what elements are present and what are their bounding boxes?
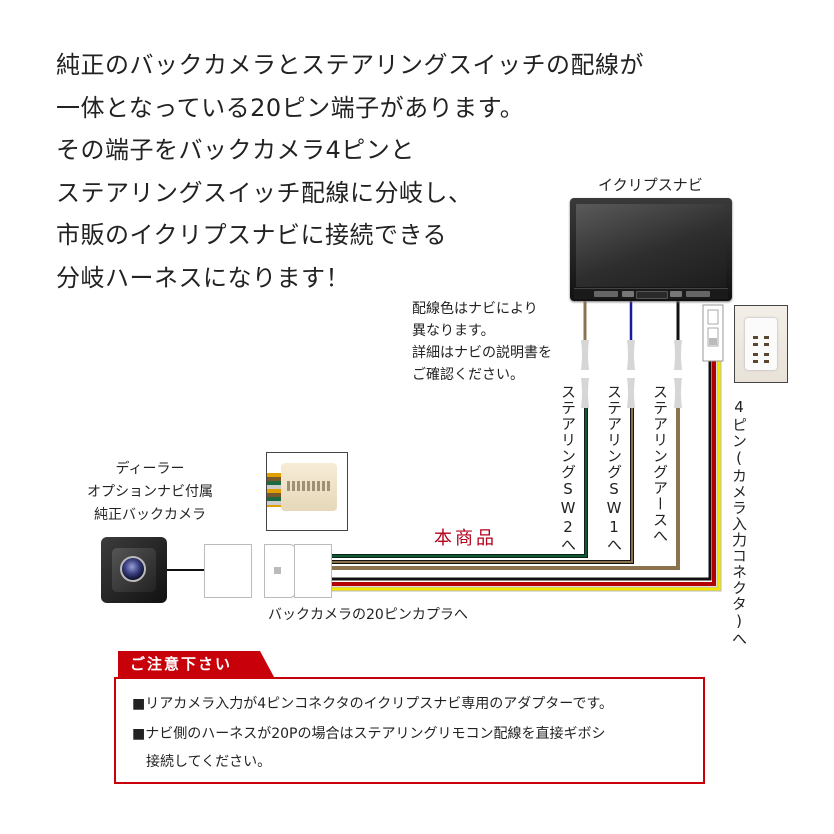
camera-label-line: 純正バックカメラ <box>94 507 206 523</box>
coupler-pins <box>287 481 331 491</box>
wiring-color-note: 配線色はナビにより 異なります。 詳細はナビの説明書を ご確認ください。 <box>412 298 552 386</box>
intro-line: 分岐ハーネスになります！ <box>56 263 350 292</box>
note-line: 異なります。 <box>412 323 495 339</box>
navi-screen <box>576 204 726 287</box>
twenty-pin-harness-photo <box>266 452 348 531</box>
wire-black-camera <box>330 360 712 581</box>
camera-label-line: ディーラー <box>115 461 185 477</box>
caution-title: ご注意下さい <box>118 651 274 677</box>
pin-hole <box>764 336 769 339</box>
wire-brown-sw1 <box>330 408 633 563</box>
note-line: ご確認ください。 <box>412 367 524 383</box>
camera-label-line: オプションナビ付属 <box>87 484 213 500</box>
wire-green-sw2 <box>330 408 588 558</box>
camera-label: ディーラー オプションナビ付属 純正バックカメラ <box>64 458 236 527</box>
caution-box: ■リアカメラ入力が4ピンコネクタのイクリプスナビ専用のアダプターです。 ■ナビ側… <box>114 677 705 784</box>
label-steering-sw1: ステアリングSW1へ <box>605 384 623 553</box>
navi-button <box>636 291 668 299</box>
intro-line: その端子をバックカメラ4ピンと <box>56 136 415 164</box>
connector-body <box>745 318 777 370</box>
label-steering-sw2: ステアリングSW2へ <box>559 384 577 553</box>
note-line: 詳細はナビの説明書を <box>412 345 552 361</box>
navi-button-bar <box>574 288 728 299</box>
four-pin-connector <box>702 304 724 362</box>
caution-item: ■ナビ側のハーネスが20Pの場合はステアリングリモコン配線を直接ギボシ <box>132 726 606 742</box>
navi-label: イクリプスナビ <box>598 176 703 194</box>
intro-line: 市販のイクリプスナビに接続できる <box>56 221 448 249</box>
navi-button <box>686 291 710 297</box>
label-steering-ground: ステアリングアースへ <box>651 384 669 544</box>
four-pin-connector-photo <box>734 305 788 383</box>
back-camera <box>101 537 167 603</box>
wire-yellow-camera <box>330 360 721 591</box>
note-line: 配線色はナビにより <box>412 301 538 317</box>
label-camera-4pin: 4ピン(カメラ入力コネクタ)へ <box>730 398 748 647</box>
caution-item: ■リアカメラ入力が4ピンコネクタのイクリプスナビ専用のアダプターです。 <box>132 696 614 712</box>
wire-brown-ground <box>330 408 680 570</box>
navi-button <box>594 291 618 297</box>
bullet-connectors-upper <box>581 340 682 408</box>
wire-red-camera <box>330 360 716 586</box>
pin-hole <box>764 353 769 356</box>
intro-line: 純正のバックカメラとステアリングスイッチの配線が <box>56 51 644 79</box>
coupler-connector-left <box>264 544 296 598</box>
harness-wires <box>267 473 283 507</box>
caution-item: 接続してください。 <box>132 754 272 770</box>
pin-hole <box>753 336 758 339</box>
pin-hole <box>764 360 769 363</box>
intro-line: ステアリングスイッチ配線に分岐し、 <box>56 178 473 207</box>
coupler-marker <box>274 567 281 574</box>
product-label: 本商品 <box>434 528 497 549</box>
camera-housing <box>112 548 156 592</box>
intro-text: 純正のバックカメラとステアリングスイッチの配線が 一体となっている20ピン端子が… <box>56 44 644 299</box>
pin-hole <box>753 360 758 363</box>
navi-button <box>622 291 634 297</box>
coupler-connector-right <box>294 544 332 598</box>
coupler-label: バックカメラの20ピンカプラへ <box>268 607 468 623</box>
pin-hole <box>764 343 769 346</box>
eclipse-navi-unit <box>570 198 732 301</box>
navi-button <box>670 291 682 297</box>
intro-line: 一体となっている20ピン端子があります。 <box>56 93 525 122</box>
pin-hole <box>753 343 758 346</box>
camera-connector <box>204 544 252 598</box>
camera-lens-icon <box>120 556 146 582</box>
pin-hole <box>753 353 758 356</box>
